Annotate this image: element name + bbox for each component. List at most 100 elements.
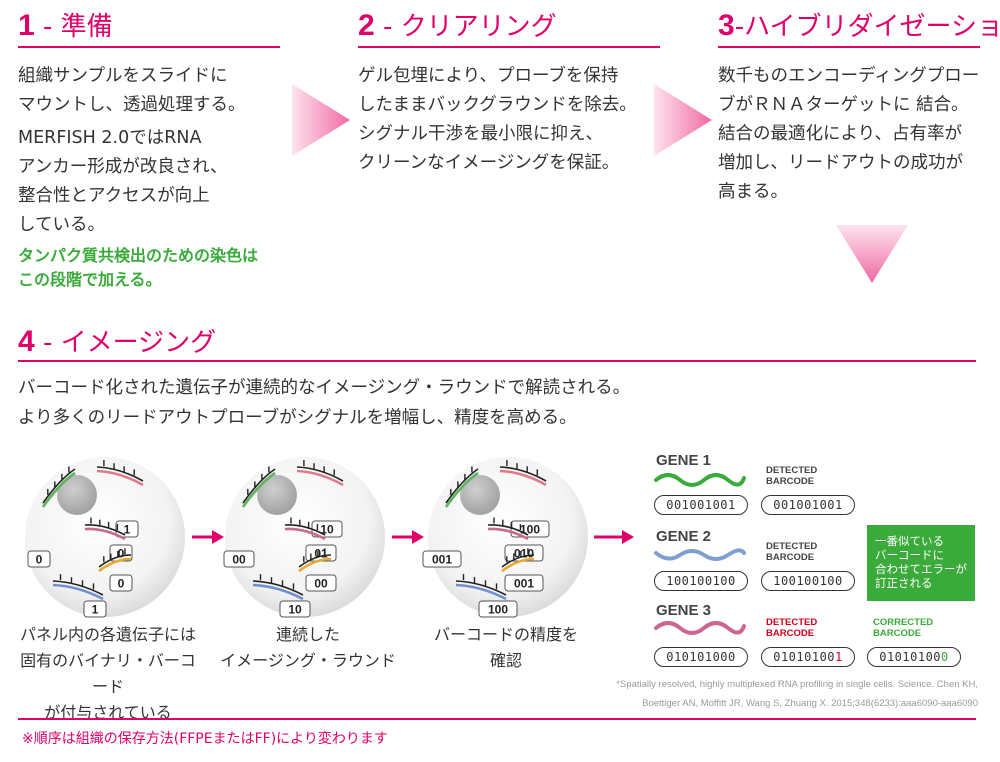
barcode-label: 00 [314, 577, 328, 591]
round-arrow-3-head [622, 530, 634, 544]
barcode-label: 00 [232, 553, 246, 567]
step1-text-2: MERFISH 2.0ではRNA アンカー形成が改良され、 整合性とアクセスが向… [18, 128, 228, 235]
rna-target [501, 557, 535, 573]
gene1-wave [654, 473, 746, 487]
barcode-label-box [109, 574, 133, 592]
rna-target [499, 469, 547, 487]
gene2-detected-barcode: 100100100 [761, 571, 855, 591]
step2-header: 2 - クリアリング [358, 9, 557, 42]
step1-title: 準備 [60, 12, 113, 42]
arrow-step1-to-2 [292, 84, 350, 156]
rna-target [296, 469, 344, 487]
barcode-label: 1 [92, 603, 99, 617]
step4-title: イメージング [60, 328, 217, 358]
step3-title: ハイブリダイゼーション [744, 12, 1000, 42]
barcode-label: 100 [520, 523, 540, 537]
gene3-corrected-barcode: 010101000 [867, 647, 961, 667]
probe-strand [52, 580, 104, 596]
barcode-label-box [422, 550, 462, 568]
error-bit: 1 [835, 650, 843, 664]
step2-number: 2 [358, 9, 375, 42]
step3-text: 数千ものエンコーディングプロー ブがＲＮＡターゲットに 結合。 結合の最適化によ… [718, 66, 980, 202]
arrow-step3-to-4 [836, 225, 908, 283]
barcode-label: 1 [124, 523, 131, 537]
probe-strand [96, 466, 144, 482]
tissue-disc [25, 457, 185, 617]
step2-rule [358, 46, 660, 48]
footer-rule [18, 718, 976, 720]
tissue-disc [225, 457, 385, 617]
barcode-label-box [83, 600, 107, 618]
probe-strand [98, 554, 132, 568]
barcode-label: 001 [432, 553, 452, 567]
barcode-label: 0 [118, 547, 125, 561]
barcode-label-box [223, 550, 255, 568]
step3-rule [718, 46, 980, 48]
step1-green-note: タンパク質共検出のための染色は この段階で加える。 [18, 246, 259, 289]
probe-strand [499, 466, 547, 482]
barcode-label-box [27, 550, 51, 568]
gene3-name: GENE 3 [656, 602, 712, 619]
rna-target [41, 471, 76, 508]
probe-strand [487, 524, 529, 536]
step4-number: 4 [18, 325, 35, 358]
gene2-name: GENE 2 [656, 528, 712, 545]
nucleus [57, 475, 97, 515]
barcode-label-box [478, 600, 518, 618]
barcode-label: 100 [488, 603, 508, 617]
rna-target [487, 527, 529, 541]
gene2-detected-label: DETECTED BARCODE [766, 541, 818, 563]
caption-verify-accuracy: バーコードの精度を 確認 [433, 625, 578, 670]
rna-target [84, 527, 126, 541]
probe-strand [455, 580, 507, 596]
gene3-wave [654, 621, 746, 635]
gene3-detected-label: DETECTED BARCODE [766, 617, 818, 639]
step3-header: 3-ハイブリダイゼーション [718, 6, 1000, 43]
correction-note-box: 一番似ている バーコードに 合わせてエラーが 訂正される [867, 525, 975, 601]
arrow-step2-to-3 [654, 84, 712, 156]
gene3-detected-barcode: 010101001 [761, 647, 855, 667]
barcode-label: 10 [320, 523, 334, 537]
probe-strand [42, 468, 76, 504]
barcode-label-box [305, 574, 337, 592]
step3-number: 3 [718, 9, 735, 42]
round-arrow-1-head [212, 530, 224, 544]
probe-strand [298, 554, 332, 568]
rna-target [252, 583, 304, 601]
nucleus [460, 475, 500, 515]
step4-header: 4 - イメージング [18, 325, 217, 358]
probe-strand [252, 580, 304, 596]
step2-text: ゲル包埋により、プローブを保持 したままバックグラウンドを除去。 シグナル干渉を… [358, 66, 637, 173]
rna-target [98, 557, 132, 573]
caption-sequential-rounds: 連続した イメージング・ラウンド [220, 625, 396, 670]
nucleus [257, 475, 297, 515]
probe-strand [284, 524, 326, 536]
barcode-label: 10 [288, 603, 302, 617]
gene3-corrected-label: CORRECTED BARCODE [873, 617, 934, 639]
gene2-barcode: 100100100 [654, 571, 748, 591]
reference-citation: *Spatially resolved, highly multiplexed … [616, 679, 978, 709]
gene3-barcode: 010101000 [654, 647, 748, 667]
gene1-detected-label: DETECTED BARCODE [766, 465, 818, 487]
footnote: ※順序は組織の保存方法(FFPEまたはFF)により変わります [22, 731, 388, 747]
rna-target [298, 557, 332, 573]
probe-strand [296, 466, 344, 482]
barcode-label: 001 [514, 577, 534, 591]
gene1-name: GENE 1 [656, 452, 712, 469]
gene2-wave [654, 548, 746, 561]
step2-title: クリアリング [400, 12, 557, 42]
round-arrow-2-head [412, 530, 424, 544]
rna-target [455, 583, 507, 601]
step4-text: バーコード化された遺伝子が連続的なイメージング・ラウンドで解読される。 より多く… [18, 378, 631, 428]
gene1-barcode: 001001001 [654, 495, 748, 515]
caption-barcode-assigned: パネル内の各遺伝子には 固有のバイナリ・バーコード が付与されている [19, 625, 196, 722]
barcode-label: 0 [36, 553, 43, 567]
tissue-disc [428, 457, 588, 617]
probe-strand [445, 468, 479, 504]
rna-target [241, 471, 276, 508]
rna-target [444, 471, 479, 508]
